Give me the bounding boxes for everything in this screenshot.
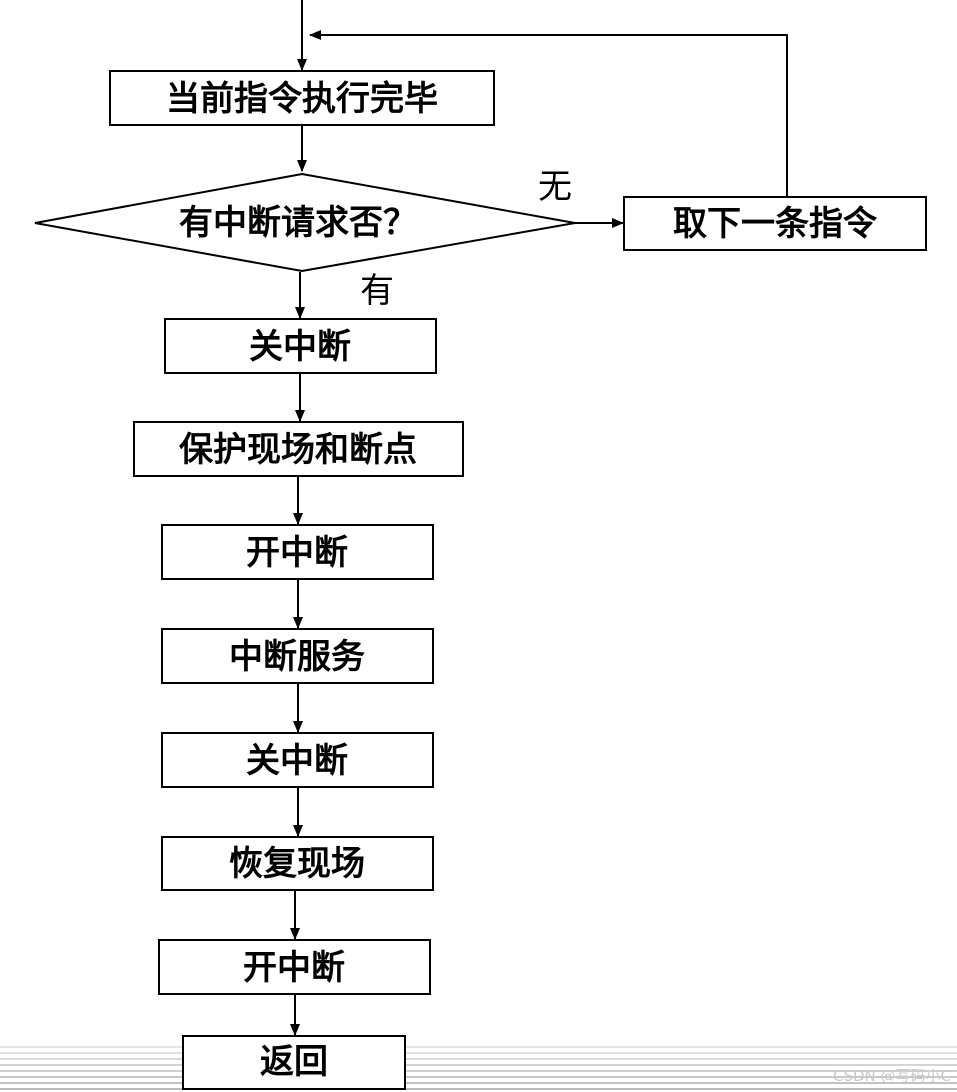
footer-stripe	[0, 1082, 957, 1084]
node-enable-interrupt-2: 开中断	[158, 939, 431, 995]
node-enable-interrupt-2-label: 开中断	[243, 948, 345, 988]
node-disable-interrupt-1-label: 关中断	[249, 327, 351, 367]
node-instruction-done: 当前指令执行完毕	[109, 70, 495, 126]
footer-stripe	[0, 1052, 957, 1054]
node-disable-interrupt-2-label: 关中断	[246, 741, 348, 781]
node-enable-interrupt-1: 开中断	[161, 524, 434, 580]
branch-label-yes: 有	[360, 271, 394, 311]
branch-label-no: 无	[538, 167, 572, 207]
node-save-context-label: 保护现场和断点	[179, 430, 417, 470]
node-return: 返回	[182, 1035, 406, 1090]
watermark: CSDN @写码小C	[832, 1067, 951, 1085]
footer-stripe	[0, 1046, 957, 1048]
edge-fetch-loop-back	[309, 30, 788, 196]
node-interrupt-service-label: 中断服务	[229, 637, 365, 677]
node-enable-interrupt-1-label: 开中断	[246, 533, 348, 573]
node-disable-interrupt-2: 关中断	[161, 732, 434, 788]
node-fetch-next: 取下一条指令	[623, 196, 927, 251]
footer-stripe	[0, 1070, 957, 1072]
node-disable-interrupt-1: 关中断	[164, 318, 437, 374]
node-fetch-next-label: 取下一条指令	[673, 204, 878, 244]
node-return-label: 返回	[260, 1042, 328, 1082]
node-restore-context-label: 恢复现场	[229, 844, 365, 884]
node-interrupt-decision: 有中断请求否？	[34, 172, 576, 273]
node-interrupt-service: 中断服务	[161, 628, 434, 684]
node-interrupt-decision-label: 有中断请求否？	[179, 203, 417, 243]
footer-stripe	[0, 1058, 957, 1060]
node-save-context: 保护现场和断点	[133, 421, 464, 477]
footer-stripe	[0, 1076, 957, 1078]
footer-stripe	[0, 1064, 957, 1066]
node-restore-context: 恢复现场	[161, 836, 434, 891]
node-instruction-done-label: 当前指令执行完毕	[166, 79, 438, 119]
footer-stripe	[0, 1088, 957, 1090]
